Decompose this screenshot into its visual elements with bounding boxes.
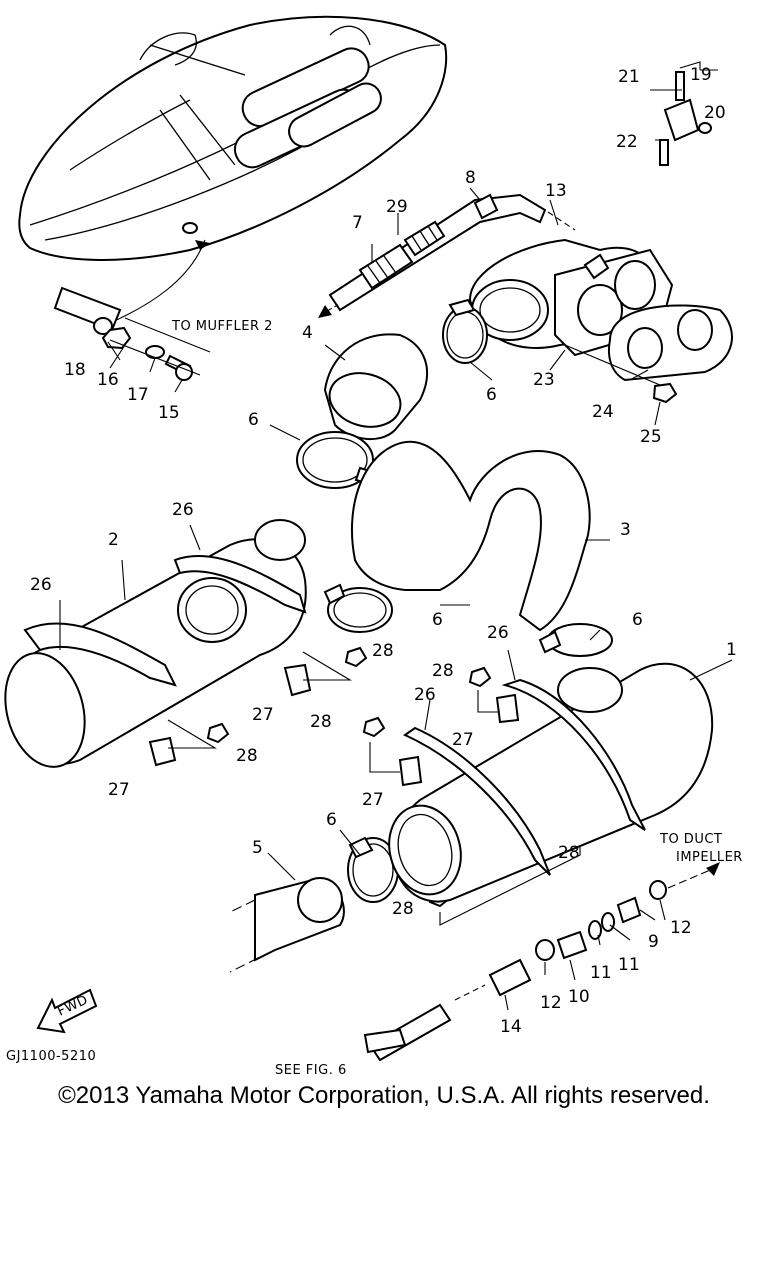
gasket	[564, 304, 733, 404]
callout-20: 20	[704, 103, 726, 123]
callout-21: 21	[618, 67, 640, 87]
callout-6: 6	[632, 610, 643, 630]
note-to-muffler: TO MUFFLER 2	[171, 319, 273, 334]
callout-13: 13	[545, 181, 567, 201]
callout-19: 19	[690, 65, 712, 85]
callout-10: 10	[568, 987, 590, 1007]
callout-4: 4	[302, 323, 313, 343]
drawing-code: GJ1100-5210	[6, 1049, 96, 1064]
callout-12: 12	[540, 993, 562, 1013]
hose-clamps	[296, 298, 613, 903]
callout-26: 26	[30, 575, 52, 595]
callout-2: 2	[108, 530, 119, 550]
exhaust-hose-straight	[229, 876, 345, 973]
callout-6: 6	[248, 410, 259, 430]
callout-27: 27	[252, 705, 274, 725]
copyright-notice: ©2013 Yamaha Motor Corporation, U.S.A. A…	[58, 1082, 710, 1109]
fittings-9-to-14	[363, 862, 720, 1062]
exhaust-exploded-diagram: FWD TO MUFFLER 2 TO DUCT IMPELLER SEE FI…	[4, 15, 743, 1078]
callout-26: 26	[414, 685, 436, 705]
callout-3: 3	[620, 520, 631, 540]
note-see-fig: SEE FIG. 6	[275, 1063, 347, 1078]
watercraft-illustration	[18, 15, 448, 323]
callout-16: 16	[97, 370, 119, 390]
cooling-hose-assembly	[318, 193, 576, 318]
callout-8: 8	[465, 168, 476, 188]
callout-28: 28	[236, 746, 258, 766]
note-impeller: IMPELLER	[676, 850, 743, 865]
exhaust-hose-u-bend	[351, 440, 591, 632]
callout-25: 25	[640, 427, 662, 447]
callout-27: 27	[452, 730, 474, 750]
callout-leader-lines	[59, 89, 733, 1011]
callout-18: 18	[64, 360, 86, 380]
callout-24: 24	[592, 402, 614, 422]
callout-15: 15	[158, 403, 180, 423]
callout-22: 22	[616, 132, 638, 152]
callout-5: 5	[252, 838, 263, 858]
callout-17: 17	[127, 385, 149, 405]
callout-23: 23	[533, 370, 555, 390]
muffler-2	[4, 519, 307, 768]
callout-6: 6	[486, 385, 497, 405]
callout-27: 27	[108, 780, 130, 800]
exhaust-hose-elbow	[323, 333, 429, 441]
callout-28: 28	[372, 641, 394, 661]
callout-14: 14	[500, 1017, 522, 1037]
callout-28: 28	[558, 843, 580, 863]
callout-6: 6	[432, 610, 443, 630]
callout-labels: 1 2 3 4 5 6 6 6 6 6 7 8 9 10 11 11 12 12…	[30, 65, 737, 1037]
callout-28: 28	[392, 899, 414, 919]
fitting-group-15-18	[53, 286, 211, 381]
callout-12: 12	[670, 918, 692, 938]
callout-29: 29	[386, 197, 408, 217]
fwd-arrow-icon: FWD	[36, 988, 98, 1034]
callout-28: 28	[432, 661, 454, 681]
callout-26: 26	[487, 623, 509, 643]
callout-28: 28	[310, 712, 332, 732]
callout-7: 7	[352, 213, 363, 233]
callout-27: 27	[362, 790, 384, 810]
clip-assembly	[659, 61, 718, 166]
callout-26: 26	[172, 500, 194, 520]
muffler-1	[388, 662, 714, 903]
callout-9: 9	[648, 932, 659, 952]
note-to-duct: TO DUCT	[659, 832, 722, 847]
callout-6: 6	[326, 810, 337, 830]
callout-1: 1	[726, 640, 737, 660]
callout-11: 11	[590, 963, 612, 983]
callout-11: 11	[618, 955, 640, 975]
